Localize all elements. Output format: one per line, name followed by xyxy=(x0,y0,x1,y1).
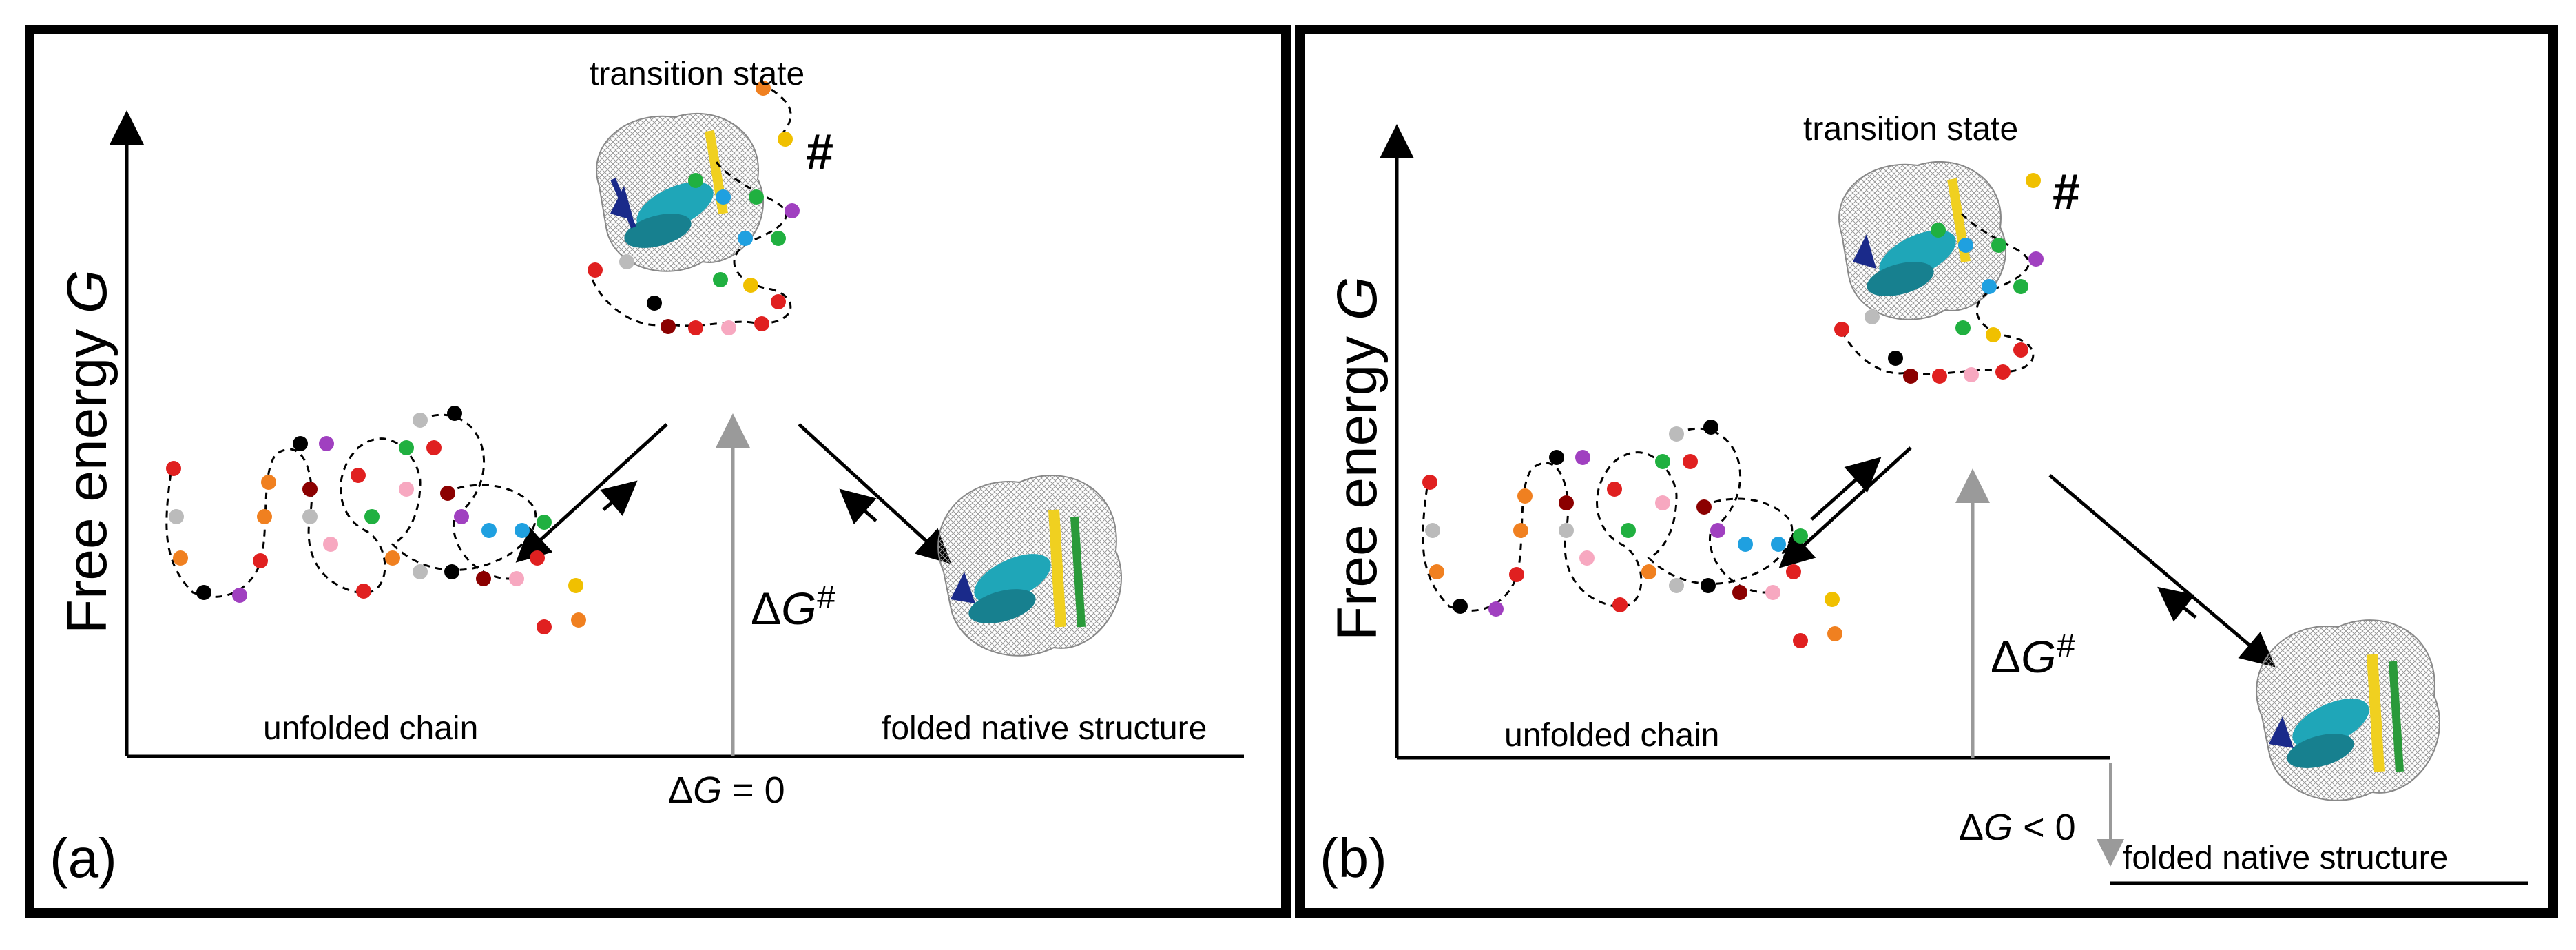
arrow-ts-to-unfolded xyxy=(1778,446,1912,568)
arrow-folded-to-ts xyxy=(839,488,877,525)
transition-state-label: transition state xyxy=(590,56,805,92)
folded-structure-label: folded native structure xyxy=(882,710,1207,747)
panel-letter-a: (a) xyxy=(50,827,117,889)
arrow-ts-to-unfolded xyxy=(515,423,668,563)
arrow-ts-to-folded xyxy=(798,423,952,564)
y-axis-label: Free energy G xyxy=(56,269,118,634)
ts-chain-beads xyxy=(588,81,800,335)
activation-energy-label: ΔG# xyxy=(751,579,835,634)
unfolded-chain-label: unfolded chain xyxy=(1504,717,1720,754)
transition-state-protein xyxy=(596,112,764,272)
unfolded-chain xyxy=(165,413,537,598)
panel-letter-b: (b) xyxy=(1320,827,1387,889)
folded-protein xyxy=(2256,619,2440,801)
folded-protein xyxy=(937,475,1122,657)
panel-a-graphic xyxy=(110,81,1244,758)
folded-structure-label: folded native structure xyxy=(2123,840,2449,876)
panel-b: Free energy G transition state # ΔG# unf… xyxy=(1295,25,2558,918)
y-axis-label: Free energy G xyxy=(1326,276,1389,641)
ts-chain xyxy=(1840,209,2035,375)
arrow-folded-to-ts xyxy=(2157,586,2197,622)
ts-chain xyxy=(591,88,792,327)
unfolded-chain-beads xyxy=(1422,420,1842,648)
ts-chain-beads xyxy=(1834,173,2044,384)
delta-g-label: ΔG < 0 xyxy=(1959,807,2076,848)
unfolded-chain-beads xyxy=(166,406,586,634)
unfolded-chain xyxy=(1422,427,1794,612)
panel-b-graphic xyxy=(1380,124,2528,885)
arrow-ts-to-folded xyxy=(2048,474,2276,668)
transition-state-mark: # xyxy=(2053,165,2081,220)
unfolded-chain-label: unfolded chain xyxy=(263,710,479,747)
arrow-unfolded-to-ts xyxy=(600,480,638,517)
panel-a: Free energy G transition state # ΔG# unf… xyxy=(25,25,1291,918)
activation-energy-label: ΔG# xyxy=(1991,628,2075,682)
transition-state-label: transition state xyxy=(1803,111,2019,147)
transition-state-protein xyxy=(1838,161,2006,320)
arrow-unfolded-to-ts xyxy=(1810,457,1882,521)
delta-g-label: ΔG = 0 xyxy=(668,770,785,811)
unfolded-chain-group xyxy=(1422,420,1842,648)
transition-state-mark: # xyxy=(806,125,834,180)
